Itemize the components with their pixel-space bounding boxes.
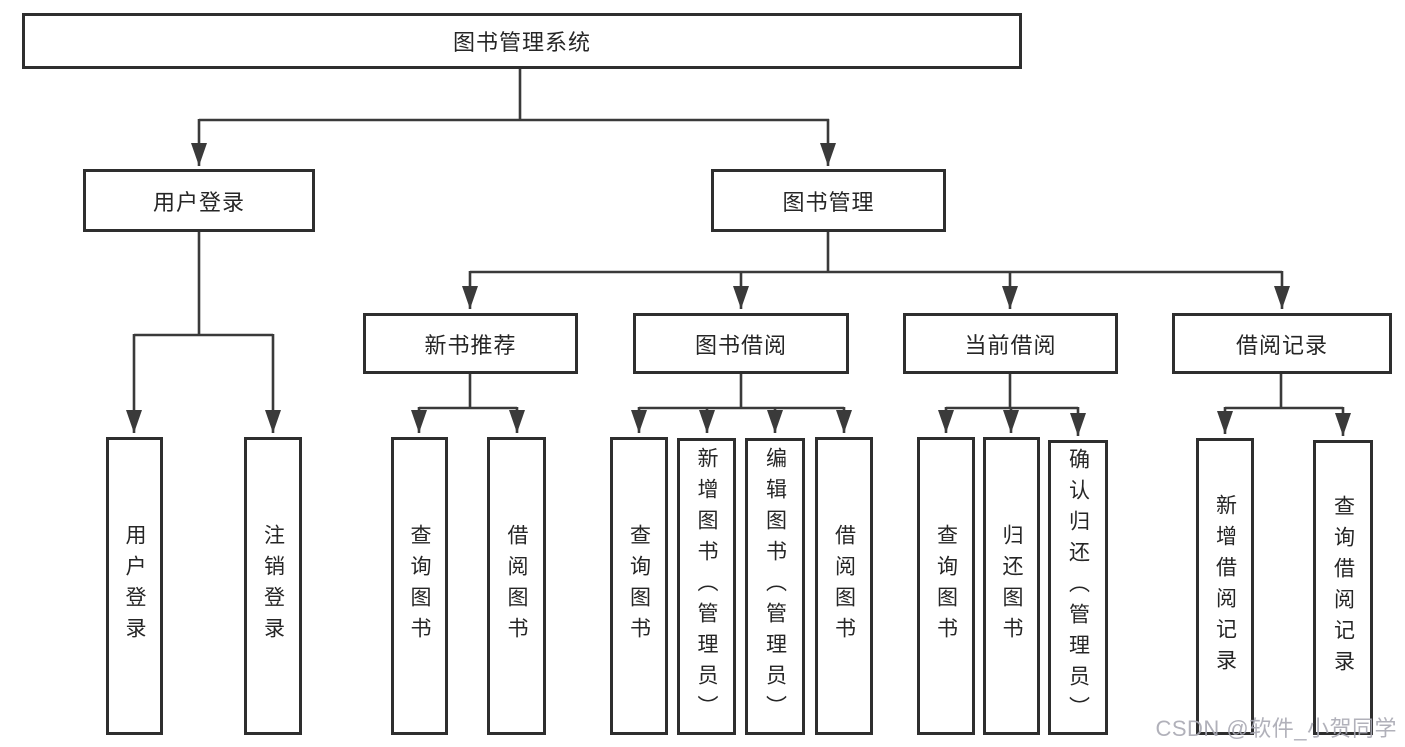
leaf-return-book: 归还图书	[983, 437, 1040, 735]
leaf-label: 编辑图书（管理员）	[763, 447, 787, 726]
leaf-label: 借阅图书	[505, 524, 528, 648]
node-borrowing-records: 借阅记录	[1172, 313, 1392, 374]
leaf-edit-book-admin: 编辑图书（管理员）	[745, 438, 805, 735]
leaf-label: 查询借阅记录	[1331, 494, 1355, 681]
leaf-label: 查询图书	[934, 524, 958, 648]
leaf-user-login: 用户登录	[106, 437, 163, 735]
node-new-book-recommendation: 新书推荐	[363, 313, 578, 374]
leaf-label: 归还图书	[1000, 524, 1023, 648]
leaf-add-book-admin: 新增图书（管理员）	[677, 438, 736, 735]
leaf-borrow-book-borrow: 借阅图书	[815, 437, 873, 735]
leaf-confirm-return-admin: 确认归还（管理员）	[1048, 440, 1108, 735]
leaf-label: 用户登录	[123, 524, 146, 648]
node-root-system: 图书管理系统	[22, 13, 1022, 69]
leaf-borrow-book-newrec: 借阅图书	[487, 437, 546, 735]
leaf-label: 借阅图书	[832, 524, 856, 648]
leaf-label: 查询图书	[627, 524, 651, 648]
node-user-login: 用户登录	[83, 169, 315, 232]
leaf-query-book-newrec: 查询图书	[391, 437, 448, 735]
csdn-watermark: CSDN @软件_小贺同学	[1155, 716, 1397, 741]
leaf-label: 新增图书（管理员）	[695, 447, 718, 726]
leaf-add-borrow-record: 新增借阅记录	[1196, 438, 1254, 735]
leaf-label: 查询图书	[408, 524, 431, 648]
leaf-label: 确认归还（管理员）	[1066, 448, 1090, 727]
leaf-label: 新增借阅记录	[1213, 493, 1237, 680]
node-book-borrowing: 图书借阅	[633, 313, 849, 374]
node-current-borrowing: 当前借阅	[903, 313, 1118, 374]
node-book-management: 图书管理	[711, 169, 946, 232]
leaf-logout: 注销登录	[244, 437, 302, 735]
leaf-query-book-borrow: 查询图书	[610, 437, 668, 735]
leaf-query-borrow-record: 查询借阅记录	[1313, 440, 1373, 735]
leaf-label: 注销登录	[261, 524, 285, 648]
leaf-query-book-current: 查询图书	[917, 437, 975, 735]
